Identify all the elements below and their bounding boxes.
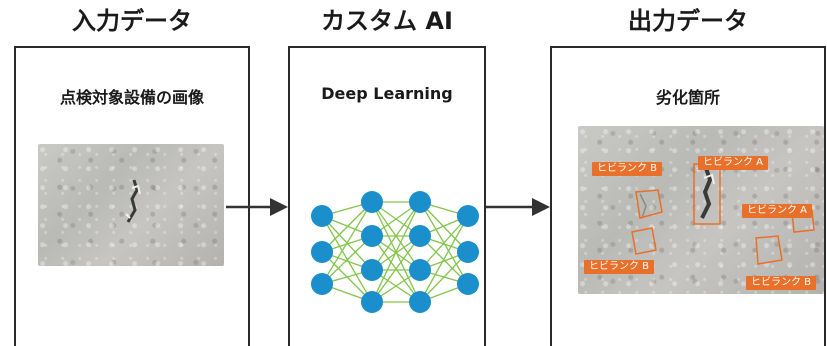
input-panel: 点検対象設備の画像	[14, 46, 250, 346]
network-connection	[371, 201, 421, 303]
output-panel: 劣化箇所 ヒビランク B ヒビランク A ヒビランク A ヒビランク B ヒビラ…	[550, 46, 826, 346]
network-connection	[419, 201, 469, 253]
network-node	[409, 259, 431, 281]
detection-label-rank-b: ヒビランク B	[592, 162, 663, 176]
network-node	[361, 225, 383, 247]
network-connection	[371, 235, 421, 303]
network-connection	[321, 215, 373, 303]
network-node	[311, 241, 333, 263]
network-node	[457, 241, 479, 263]
network-node	[409, 291, 431, 313]
right-arrow-icon	[226, 198, 288, 216]
detection-label-rank-b: ヒビランク B	[584, 260, 655, 274]
network-node	[457, 205, 479, 227]
network-connection	[419, 215, 469, 303]
input-panel-label: 点検対象設備の画像	[59, 88, 204, 107]
output-data-title: 出力データ	[628, 7, 748, 35]
network-node	[361, 191, 383, 213]
input-inspection-photo	[38, 144, 224, 266]
network-connection	[419, 251, 469, 303]
custom-ai-panel: Deep Learning	[288, 46, 486, 346]
right-arrow-icon	[486, 198, 550, 216]
network-connection	[321, 235, 373, 285]
output-panel-label: 劣化箇所	[655, 88, 720, 107]
detection-label-rank-a: ヒビランク A	[698, 156, 769, 170]
network-connection	[419, 215, 469, 271]
network-node	[409, 191, 431, 213]
custom-ai-title: カスタム AI	[321, 7, 453, 35]
neural-network-diagram	[311, 191, 479, 313]
network-node	[311, 273, 333, 295]
detection-label-rank-b: ヒビランク B	[746, 276, 817, 290]
network-node	[457, 273, 479, 295]
network-node	[361, 259, 383, 281]
network-node	[409, 225, 431, 247]
network-connection	[321, 201, 373, 285]
network-node	[361, 291, 383, 313]
output-annotated-photo: ヒビランク B ヒビランク A ヒビランク A ヒビランク B ヒビランク B	[578, 126, 824, 294]
crack-icon	[125, 179, 141, 223]
network-node	[311, 205, 333, 227]
detection-label-rank-a: ヒビランク A	[742, 204, 813, 218]
network-connection	[321, 201, 373, 253]
ai-panel-label: Deep Learning	[321, 84, 453, 103]
network-connection	[371, 201, 421, 271]
input-data-title: 入力データ	[72, 7, 192, 35]
